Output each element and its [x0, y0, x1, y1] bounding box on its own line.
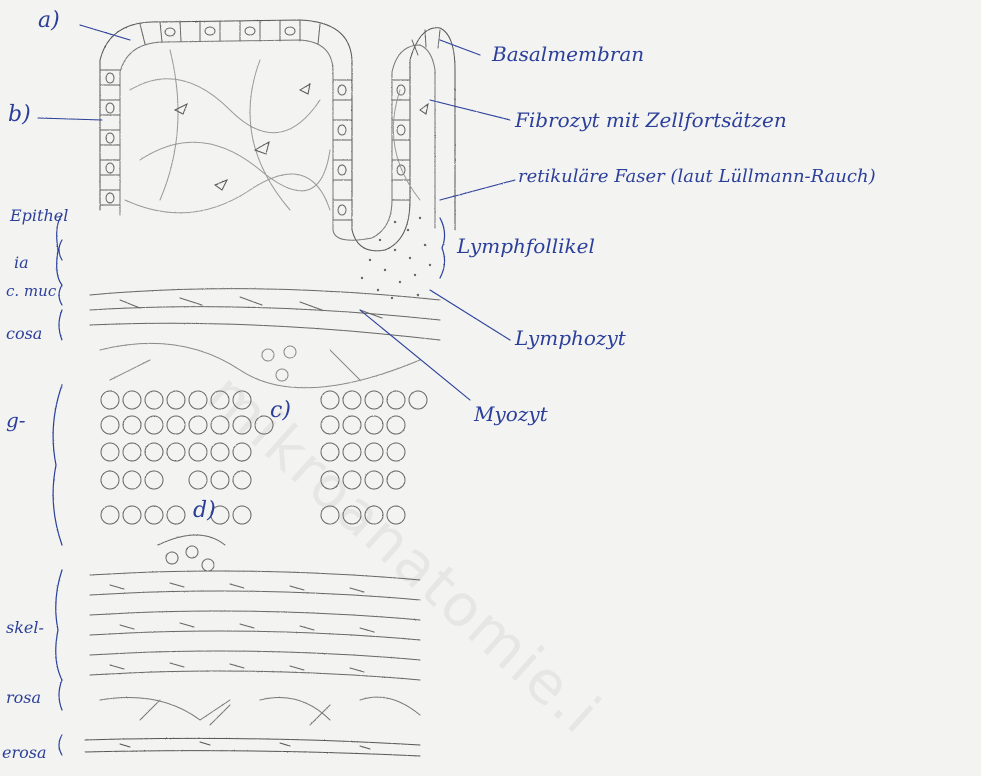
label-lymphfollikel: Lymphfollikel: [457, 236, 595, 256]
epithelium-cells-left: [100, 70, 120, 205]
pointer-lines: [38, 25, 515, 400]
muscle-layer: [90, 571, 420, 680]
label-subserosa: rosa: [6, 690, 41, 706]
basal-membrane: [120, 40, 435, 240]
serosa: [85, 738, 420, 756]
label-propria: ia: [14, 255, 29, 271]
label-faser: retikuläre Faser (laut Lüllmann-Rauch): [518, 168, 876, 186]
lymph-follicle-brace: [440, 218, 445, 278]
label-lam-musc: c. muc: [6, 284, 56, 299]
label-d: d): [193, 500, 216, 522]
label-lymphozyt: Lymphozyt: [515, 328, 626, 348]
label-submucosa: cosa: [6, 326, 42, 342]
label-muskel: skel-: [6, 620, 44, 636]
lymph-follicle-dots: [361, 217, 431, 299]
label-serosa: erosa: [2, 745, 47, 761]
label-c: c): [270, 400, 291, 422]
subserosa: [100, 697, 420, 725]
label-b: b): [8, 104, 31, 126]
reticular-fibers: [125, 50, 420, 213]
label-myozyt: Myozyt: [474, 404, 548, 424]
epithelium-cells-right: [333, 30, 440, 220]
label-epithel: Epithel: [10, 208, 68, 224]
fibrocytes: [175, 84, 428, 190]
label-basalmembran: Basalmembran: [492, 44, 644, 64]
label-gland: g-: [6, 410, 26, 430]
label-fibrozyt: Fibrozyt mit Zellfortsätzen: [515, 110, 787, 130]
label-a: a): [38, 10, 60, 32]
